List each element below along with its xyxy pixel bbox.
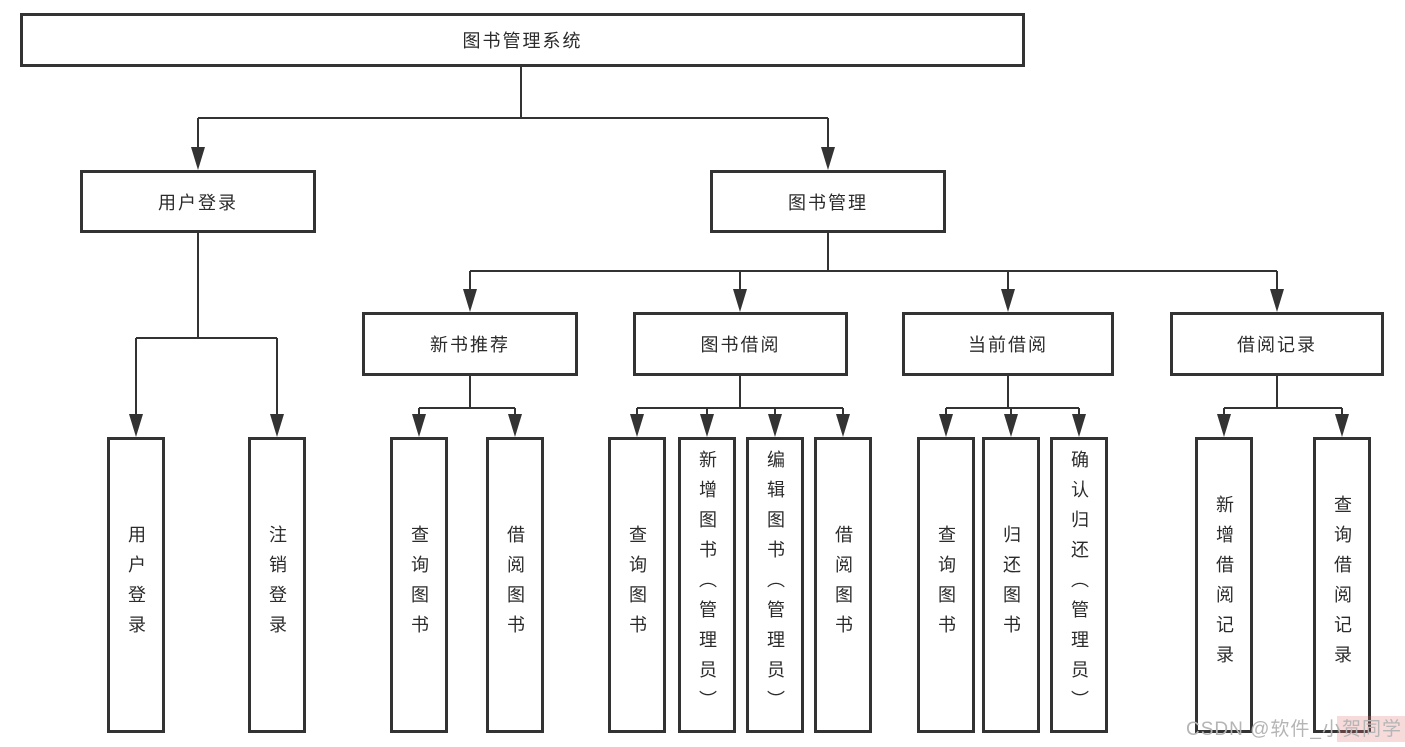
leaf-query-book-recommend-label: 查询图书 <box>409 525 429 645</box>
leaf-user-login: 用户登录 <box>107 437 165 733</box>
node-borrow-record-label: 借阅记录 <box>1237 335 1317 355</box>
arrowheads <box>129 147 1349 437</box>
watermark-highlight <box>1337 716 1405 742</box>
leaf-query-book-borrow: 查询图书 <box>608 437 666 733</box>
node-book-borrow: 图书借阅 <box>633 312 848 376</box>
leaf-add-borrow-record-label: 新增借阅记录 <box>1214 495 1234 675</box>
leaf-add-borrow-record: 新增借阅记录 <box>1195 437 1253 733</box>
leaf-add-book-admin-label: 新增图书（管理员） <box>697 450 717 720</box>
node-root: 图书管理系统 <box>20 13 1025 67</box>
node-new-book-recommend-label: 新书推荐 <box>430 335 510 355</box>
leaf-logout: 注销登录 <box>248 437 306 733</box>
node-user-login: 用户登录 <box>80 170 316 233</box>
node-book-management-label: 图书管理 <box>788 192 868 213</box>
node-current-borrow: 当前借阅 <box>902 312 1114 376</box>
leaf-confirm-return-admin: 确认归还（管理员） <box>1050 437 1108 733</box>
leaf-query-book-recommend: 查询图书 <box>390 437 448 733</box>
node-borrow-record: 借阅记录 <box>1170 312 1384 376</box>
node-new-book-recommend: 新书推荐 <box>362 312 578 376</box>
leaf-add-book-admin: 新增图书（管理员） <box>678 437 736 733</box>
node-current-borrow-label: 当前借阅 <box>968 335 1048 355</box>
leaf-borrow-book: 借阅图书 <box>814 437 872 733</box>
leaf-user-login-label: 用户登录 <box>126 525 146 645</box>
node-root-label: 图书管理系统 <box>462 31 583 51</box>
leaf-edit-book-admin-label: 编辑图书（管理员） <box>765 450 785 720</box>
leaf-borrow-book-recommend-label: 借阅图书 <box>505 525 525 645</box>
leaf-query-book-borrow-label: 查询图书 <box>627 525 647 645</box>
leaf-logout-label: 注销登录 <box>267 525 287 645</box>
leaf-query-borrow-record-label: 查询借阅记录 <box>1332 495 1352 675</box>
leaf-return-book: 归还图书 <box>982 437 1040 733</box>
leaf-return-book-label: 归还图书 <box>1001 525 1021 645</box>
watermark: CSDN @软件_小贺同学 <box>1186 719 1402 740</box>
leaf-confirm-return-admin-label: 确认归还（管理员） <box>1069 450 1089 720</box>
leaf-query-borrow-record: 查询借阅记录 <box>1313 437 1371 733</box>
leaf-query-book-current: 查询图书 <box>917 437 975 733</box>
node-book-borrow-label: 图书借阅 <box>700 335 781 355</box>
node-user-login-label: 用户登录 <box>158 192 238 213</box>
leaf-borrow-book-label: 借阅图书 <box>833 525 853 645</box>
leaf-edit-book-admin: 编辑图书（管理员） <box>746 437 804 733</box>
leaf-borrow-book-recommend: 借阅图书 <box>486 437 544 733</box>
leaf-query-book-current-label: 查询图书 <box>936 525 956 645</box>
node-book-management: 图书管理 <box>710 170 946 233</box>
